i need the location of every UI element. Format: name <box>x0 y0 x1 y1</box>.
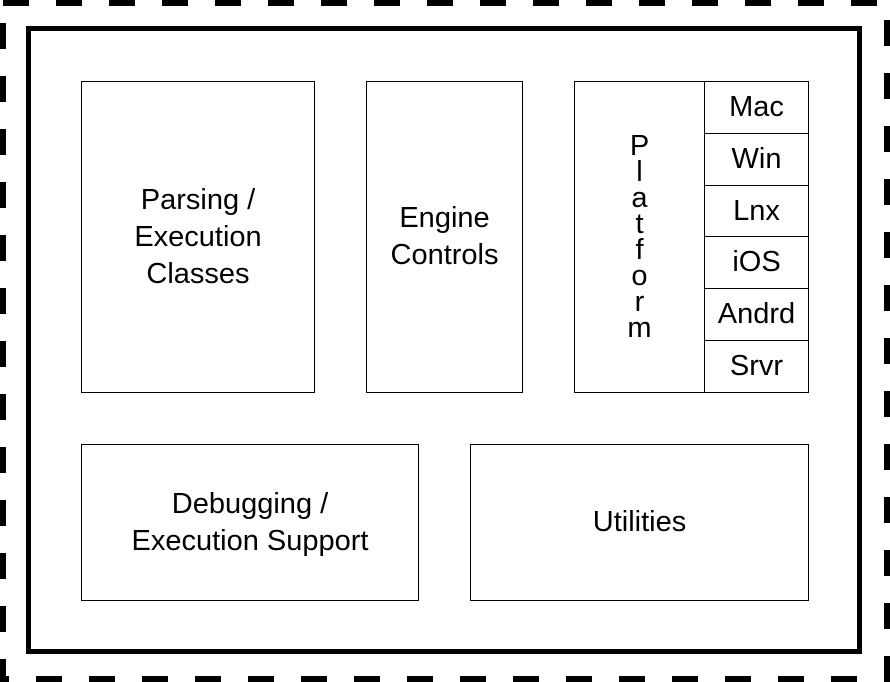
platform-list: Mac Win Lnx iOS Andrd Srvr <box>704 81 809 393</box>
platform-andrd: Andrd <box>705 289 808 342</box>
platform-label-letter: l <box>636 156 643 188</box>
platform-win: Win <box>705 134 808 186</box>
debugging-line-2: Execution Support <box>131 524 369 557</box>
debugging-line-1: Debugging / <box>171 487 329 520</box>
platform-label-letter: f <box>635 234 644 266</box>
platform-srvr: Srvr <box>729 350 784 383</box>
platform-ios: iOS <box>705 237 808 290</box>
engine-line-1: Engine <box>399 202 490 234</box>
platform-lnx: Lnx <box>705 186 808 238</box>
platform-label-letter: r <box>634 286 645 318</box>
platform-label-letter: t <box>635 208 644 240</box>
parsing-execution-classes-box: Parsing / Execution Classes <box>81 81 315 393</box>
platform-label-letter: P <box>629 130 650 162</box>
utilities-label: Utilities <box>592 506 687 538</box>
engine-controls-box: Engine Controls <box>366 81 523 393</box>
parsing-line-2: Execution <box>134 220 262 253</box>
utilities-box: Utilities <box>470 444 809 601</box>
debugging-execution-support-box: Debugging / Execution Support <box>81 444 419 601</box>
platform-mac: Mac <box>705 82 808 134</box>
platform-label-letter: o <box>631 260 648 292</box>
engine-line-2: Controls <box>390 239 499 271</box>
platform-label-letter: a <box>631 182 648 214</box>
platform-label-letter: m <box>627 312 652 344</box>
parsing-line-1: Parsing / <box>140 183 256 216</box>
parsing-line-3: Classes <box>146 257 250 290</box>
system-boundary <box>26 26 862 654</box>
